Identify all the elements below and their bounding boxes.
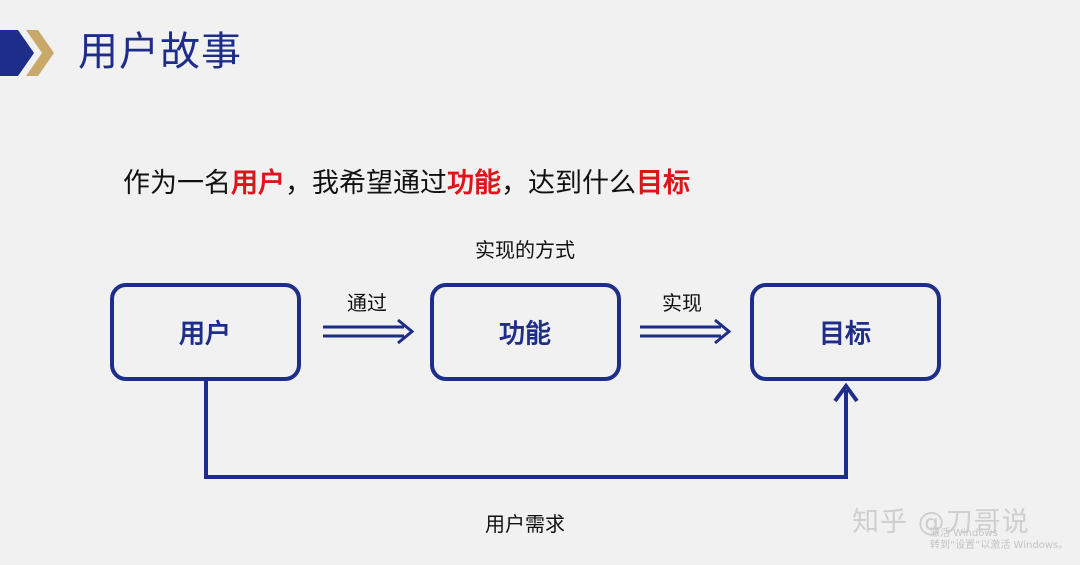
user-story-statement: 作为一名用户，我希望通过功能，达到什么目标 xyxy=(123,164,690,204)
windows-activation-line: 转到“设置”以激活 Windows。 xyxy=(930,540,1069,551)
node-label-feature: 功能 xyxy=(498,319,552,350)
statement-part: ，达到什么 xyxy=(501,168,636,199)
page-title: 用户故事 xyxy=(78,29,242,75)
windows-activation-notice: 激活 Windows 转到“设置”以激活 Windows。 xyxy=(930,528,1068,552)
node-box-user xyxy=(110,283,301,381)
header-chevron-icon xyxy=(0,30,54,76)
bottom-caption: 用户需求 xyxy=(485,512,565,536)
statement-part: 作为一名 xyxy=(123,168,231,199)
statement-part: ，我希望通过 xyxy=(285,168,447,199)
node-box-feature xyxy=(430,283,621,381)
user-needs-connector xyxy=(204,380,848,479)
node-label-goal: 目标 xyxy=(818,319,872,350)
double-arrow-icon xyxy=(323,318,415,345)
windows-activation-line: 激活 Windows xyxy=(930,528,998,539)
statement-highlight-user: 用户 xyxy=(231,168,285,199)
edge-label-realize: 实现 xyxy=(662,291,702,315)
node-label-user: 用户 xyxy=(178,319,232,350)
node-box-goal xyxy=(750,283,941,381)
edge-label-through: 通过 xyxy=(347,291,387,315)
statement-highlight-goal: 目标 xyxy=(636,168,690,199)
zhihu-watermark: 知乎 @刀哥说 xyxy=(852,507,1030,538)
up-arrow-icon xyxy=(833,382,859,403)
top-caption: 实现的方式 xyxy=(475,238,575,262)
statement-highlight-feature: 功能 xyxy=(447,168,501,199)
double-arrow-icon xyxy=(640,318,732,345)
